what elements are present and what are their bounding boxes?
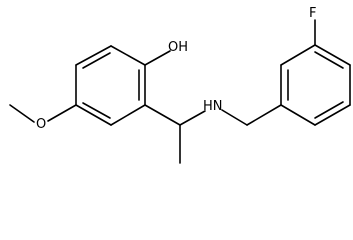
chain-bond-ring-ch bbox=[144, 104, 181, 126]
nh-ch2-bond bbox=[221, 109, 248, 126]
fluorophenyl-ring bbox=[280, 44, 351, 126]
chemical-structure: F OH HN O bbox=[9, 6, 351, 164]
methyl-bond bbox=[9, 104, 35, 123]
amine-label: HN bbox=[203, 99, 223, 114]
methoxy-bond bbox=[47, 104, 77, 122]
ch-nh-bond bbox=[179, 110, 206, 126]
hydroxyl-label: OH bbox=[168, 40, 188, 55]
methoxy-oxygen-label: O bbox=[36, 117, 46, 132]
phenol-ring bbox=[75, 45, 146, 126]
fluorine-label: F bbox=[309, 6, 316, 21]
ch2-ring-bond bbox=[246, 104, 282, 126]
hydroxyl-bond bbox=[144, 50, 171, 66]
